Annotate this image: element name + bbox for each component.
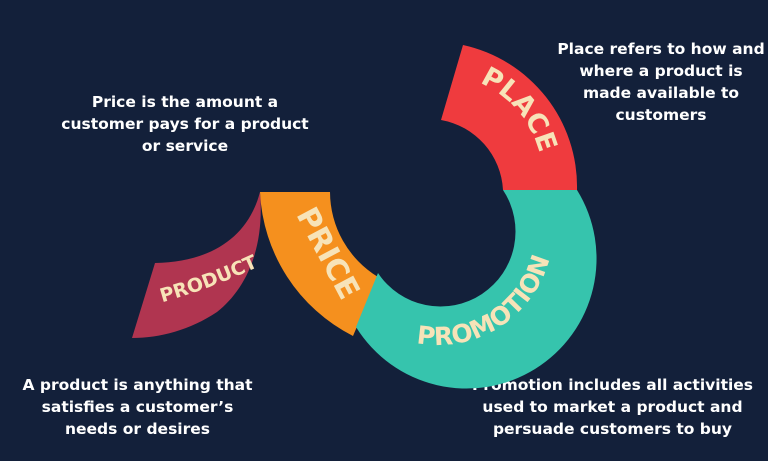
product-description: A product is anything that satisfies a c…: [22, 376, 253, 438]
promotion-description: Promotion includes all activities used t…: [471, 376, 754, 438]
place-segment: [441, 45, 578, 190]
price-description: Price is the amount a customer pays for …: [61, 93, 309, 155]
place-description: Place refers to how and where a product …: [557, 40, 765, 124]
product-segment: [132, 192, 261, 338]
promotion-segment: [356, 190, 597, 389]
price-segment: [260, 192, 378, 336]
